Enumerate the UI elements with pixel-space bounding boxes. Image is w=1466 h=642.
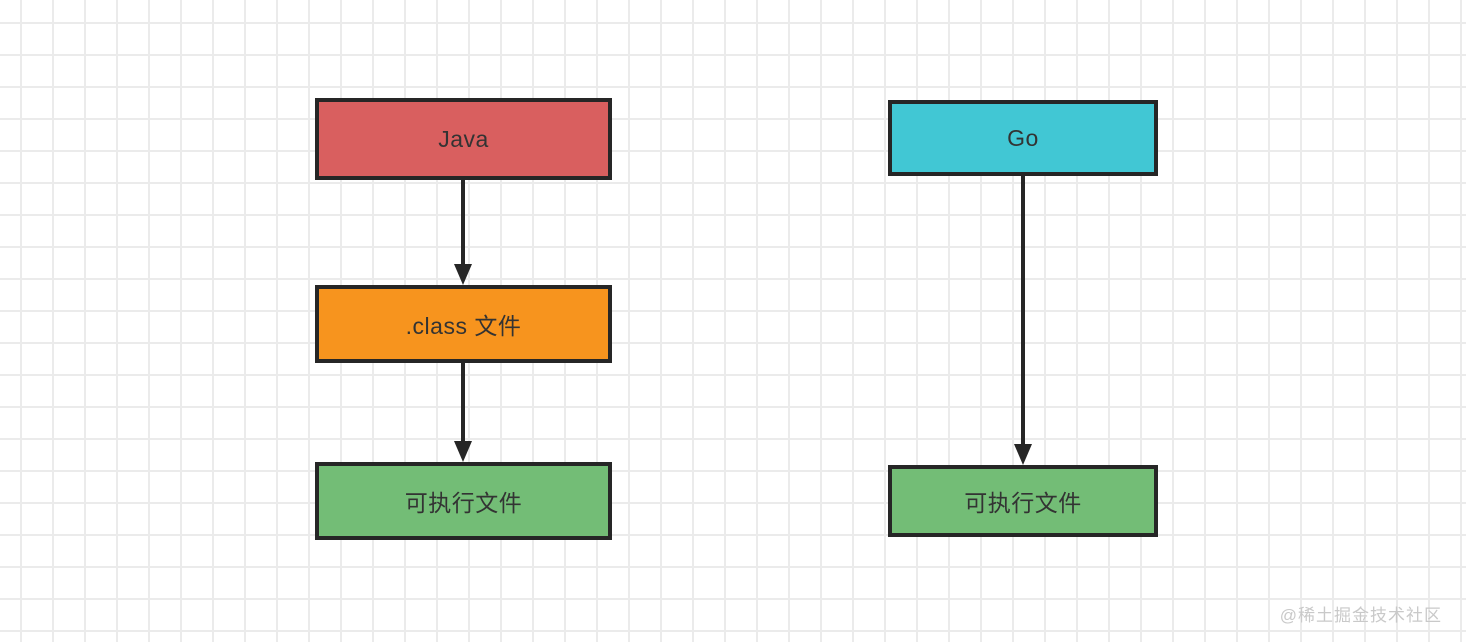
arrow-go-to-executable bbox=[1014, 176, 1032, 465]
arrow-head-down-icon bbox=[454, 264, 472, 285]
node-class-file: .class 文件 bbox=[315, 285, 612, 363]
arrow-line bbox=[461, 363, 465, 456]
node-go: Go bbox=[888, 100, 1158, 176]
arrow-head-down-icon bbox=[454, 441, 472, 462]
arrow-head-down-icon bbox=[1014, 444, 1032, 465]
arrow-line bbox=[1021, 176, 1025, 459]
watermark: @稀土掘金技术社区 bbox=[1279, 606, 1442, 625]
node-go-label: Go bbox=[1007, 124, 1039, 151]
node-executable-left: 可执行文件 bbox=[315, 462, 612, 540]
node-executable-left-label: 可执行文件 bbox=[404, 490, 523, 516]
arrow-line bbox=[461, 180, 465, 279]
node-class-file-label: .class 文件 bbox=[405, 313, 522, 339]
node-executable-right-label: 可执行文件 bbox=[964, 490, 1082, 516]
node-executable-right: 可执行文件 bbox=[888, 465, 1158, 537]
node-java: Java bbox=[315, 98, 612, 180]
arrow-java-to-class bbox=[454, 180, 472, 285]
node-java-label: Java bbox=[438, 125, 489, 152]
arrow-class-to-executable bbox=[454, 363, 472, 462]
